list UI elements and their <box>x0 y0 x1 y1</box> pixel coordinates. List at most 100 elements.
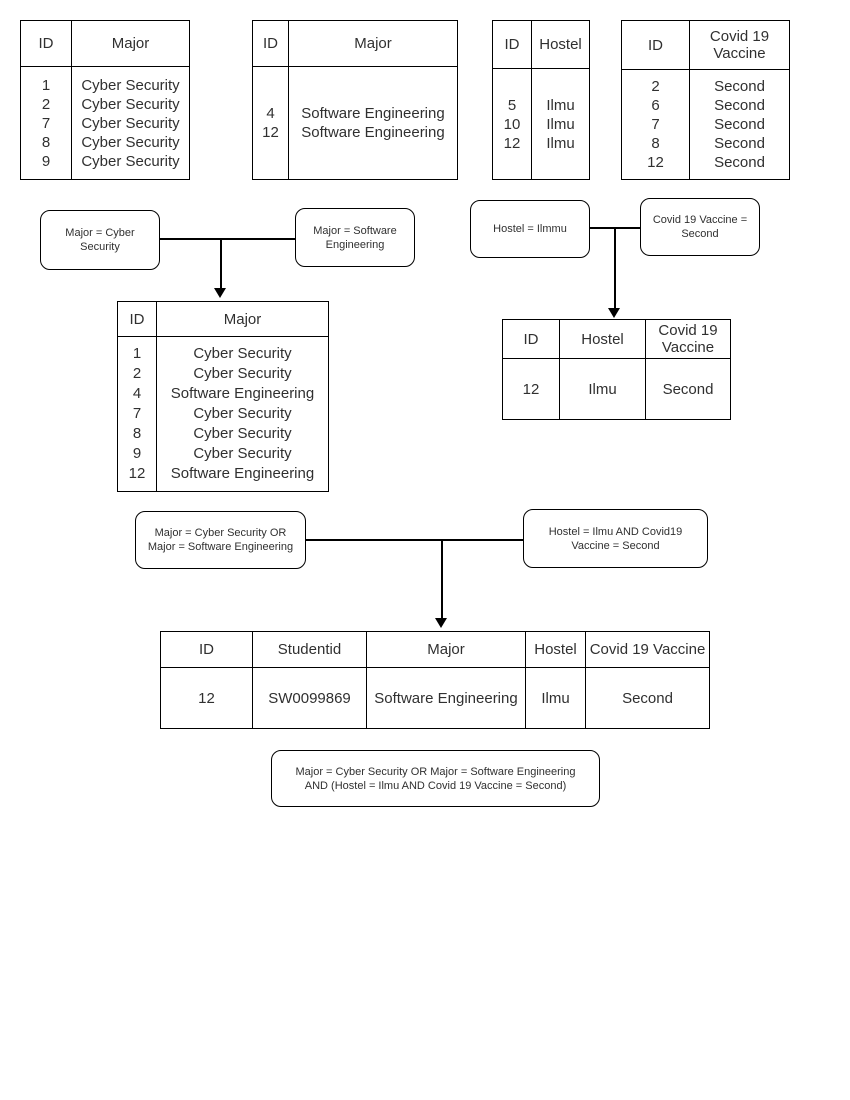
cell-value: SW0099869 <box>252 668 366 728</box>
filter-text-line: Security <box>80 241 120 253</box>
cell-text: Ilmu <box>588 380 617 398</box>
cell-value: Software Engineering <box>301 124 445 141</box>
filter-text-line: AND (Hostel = Ilmu AND Covid 19 Vaccine … <box>304 779 567 792</box>
cell-value: 12 <box>262 124 279 141</box>
cell-text: Software Engineering <box>374 689 518 707</box>
table-merged-majors: ID Major 1 2 4 7 8 9 12 Cyber Security C… <box>117 301 329 492</box>
cell-value: 12 <box>161 668 252 728</box>
cell-value: Ilmu <box>525 668 585 728</box>
cell-value: 12 <box>503 359 559 419</box>
filter-box-hostel: Hostel = Ilmmu <box>470 200 590 258</box>
column-header-id: ID <box>161 632 252 668</box>
table-final-result: ID Studentid Major Hostel Covid 19 Vacci… <box>160 631 710 729</box>
cell-value: 12 <box>128 465 146 482</box>
cell-value: Second <box>714 78 765 95</box>
major-column: Cyber Security Cyber Security Cyber Secu… <box>71 67 189 179</box>
cell-text: 12 <box>522 380 540 398</box>
arrow-down-icon <box>435 618 447 628</box>
column-header-id: ID <box>21 21 71 67</box>
cell-value: 7 <box>132 405 142 422</box>
vaccine-column: Second Second Second Second Second <box>689 70 789 179</box>
cell-value: 2 <box>132 365 142 382</box>
table-cyber-majors: ID Major 1 2 7 8 9 Cyber Security Cyber … <box>20 20 190 180</box>
cell-value: 7 <box>41 114 51 132</box>
cell-value: Cyber Security <box>193 345 292 362</box>
column-header-id: ID <box>503 320 559 359</box>
connector-line <box>441 539 443 618</box>
table-software-majors: ID Major 4 12 Software Engineering Softw… <box>252 20 458 180</box>
column-header-hostel: Hostel <box>559 320 645 359</box>
cell-value: Ilmu <box>546 96 575 114</box>
cell-value: 8 <box>41 133 51 151</box>
connector-line <box>160 238 295 240</box>
table-hostel: ID Hostel 5 10 12 Ilmu Ilmu Ilmu <box>492 20 590 180</box>
column-header-id: ID <box>118 302 156 337</box>
cell-value: 5 <box>507 96 517 114</box>
filter-text-line: Major = Cyber <box>65 227 135 239</box>
cell-text: 12 <box>198 689 215 707</box>
cell-value: Second <box>714 116 765 133</box>
connector-line <box>614 227 616 308</box>
column-header-major: Major <box>288 21 457 67</box>
cell-value: 2 <box>41 95 51 113</box>
filter-text-line: Hostel = Ilmu AND Covid19 <box>548 525 683 538</box>
cell-value: 7 <box>651 116 660 133</box>
id-column: 1 2 4 7 8 9 12 <box>118 337 156 491</box>
cell-value: Ilmu <box>546 115 575 133</box>
cell-value: 1 <box>132 345 142 362</box>
cell-value: Cyber Security <box>193 405 292 422</box>
filter-box-major-union: Major = Cyber Security OR Major = Softwa… <box>135 511 306 569</box>
cell-value: Software Engineering <box>301 105 445 122</box>
cell-value: Software Engineering <box>170 465 315 482</box>
filter-text-line: Major = Cyber Security OR <box>154 527 287 539</box>
cell-value: Cyber Security <box>193 445 292 462</box>
cell-value: Software Engineering <box>366 668 525 728</box>
cell-value: Software Engineering <box>170 385 315 402</box>
column-header-studentid: Studentid <box>252 632 366 668</box>
cell-value: 9 <box>41 152 51 170</box>
table-hostel-vaccine-result: ID Hostel Covid 19 Vaccine 12 Ilmu Secon… <box>502 319 731 420</box>
arrow-down-icon <box>608 308 620 318</box>
cell-value: Second <box>645 359 730 419</box>
column-header-vaccine: Covid 19 Vaccine <box>585 632 709 668</box>
cell-value: Cyber Security <box>81 152 180 170</box>
cell-value: Second <box>714 154 765 171</box>
hostel-column: Ilmu Ilmu Ilmu <box>531 69 589 179</box>
filter-text-line: Second <box>681 228 719 240</box>
cell-value: Cyber Security <box>81 76 180 94</box>
cell-value: 1 <box>41 76 51 94</box>
id-column: 5 10 12 <box>493 69 531 179</box>
column-header-major: Major <box>366 632 525 668</box>
cell-value: Cyber Security <box>193 425 292 442</box>
connector-line <box>306 539 523 541</box>
id-column: 4 12 <box>253 67 288 179</box>
major-column: Software Engineering Software Engineerin… <box>288 67 457 179</box>
cell-text: Ilmu <box>541 689 570 707</box>
cell-value: Cyber Security <box>193 365 292 382</box>
cell-value: Cyber Security <box>81 114 180 132</box>
cell-value: 12 <box>647 154 664 171</box>
cell-text: Second <box>622 689 673 707</box>
column-header-hostel: Hostel <box>531 21 589 69</box>
cell-value: Ilmu <box>546 134 575 152</box>
cell-value: 8 <box>132 425 142 442</box>
cell-value: 6 <box>651 97 660 114</box>
filter-text-line: Covid 19 Vaccine = <box>652 214 748 226</box>
id-column: 1 2 7 8 9 <box>21 67 71 179</box>
cell-value: Cyber Security <box>81 133 180 151</box>
id-column: 2 6 7 8 12 <box>622 70 689 179</box>
cell-value: 2 <box>651 78 660 95</box>
filter-text-line: Major = Software <box>313 224 397 237</box>
filter-box-combined: Major = Cyber Security OR Major = Softwa… <box>271 750 600 807</box>
cell-text: Second <box>662 380 714 398</box>
filter-box-vaccine: Covid 19 Vaccine = Second <box>640 198 760 256</box>
cell-value: 10 <box>503 115 521 133</box>
arrow-down-icon <box>214 288 226 298</box>
major-column: Cyber Security Cyber Security Software E… <box>156 337 328 491</box>
filter-box-hostel-vaccine: Hostel = Ilmu AND Covid19 Vaccine = Seco… <box>523 509 708 568</box>
filter-box-major-software: Major = Software Engineering <box>295 208 415 267</box>
filter-box-major-cyber: Major = Cyber Security <box>40 210 160 270</box>
cell-value: 4 <box>132 385 142 402</box>
column-header-major: Major <box>156 302 328 337</box>
cell-value: 12 <box>503 134 521 152</box>
